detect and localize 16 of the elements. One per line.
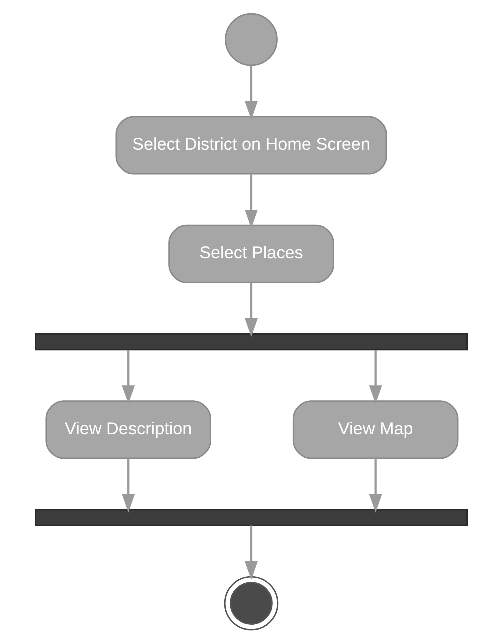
arrow bbox=[122, 458, 136, 513]
arrow bbox=[244, 174, 258, 229]
node-box: Select District on Home Screen bbox=[116, 116, 388, 175]
node-bar bbox=[35, 509, 468, 526]
arrow bbox=[122, 350, 136, 404]
node-box: View Description bbox=[46, 400, 212, 460]
node-bar bbox=[35, 333, 468, 351]
node-circle bbox=[224, 576, 279, 631]
node-circle bbox=[225, 13, 278, 66]
arrow bbox=[244, 526, 258, 580]
node-box: View Map bbox=[292, 400, 459, 460]
node-box: Select Places bbox=[168, 224, 334, 284]
arrow bbox=[369, 458, 382, 513]
arrow bbox=[244, 66, 258, 120]
arrow bbox=[369, 350, 382, 404]
arrow bbox=[244, 282, 258, 338]
